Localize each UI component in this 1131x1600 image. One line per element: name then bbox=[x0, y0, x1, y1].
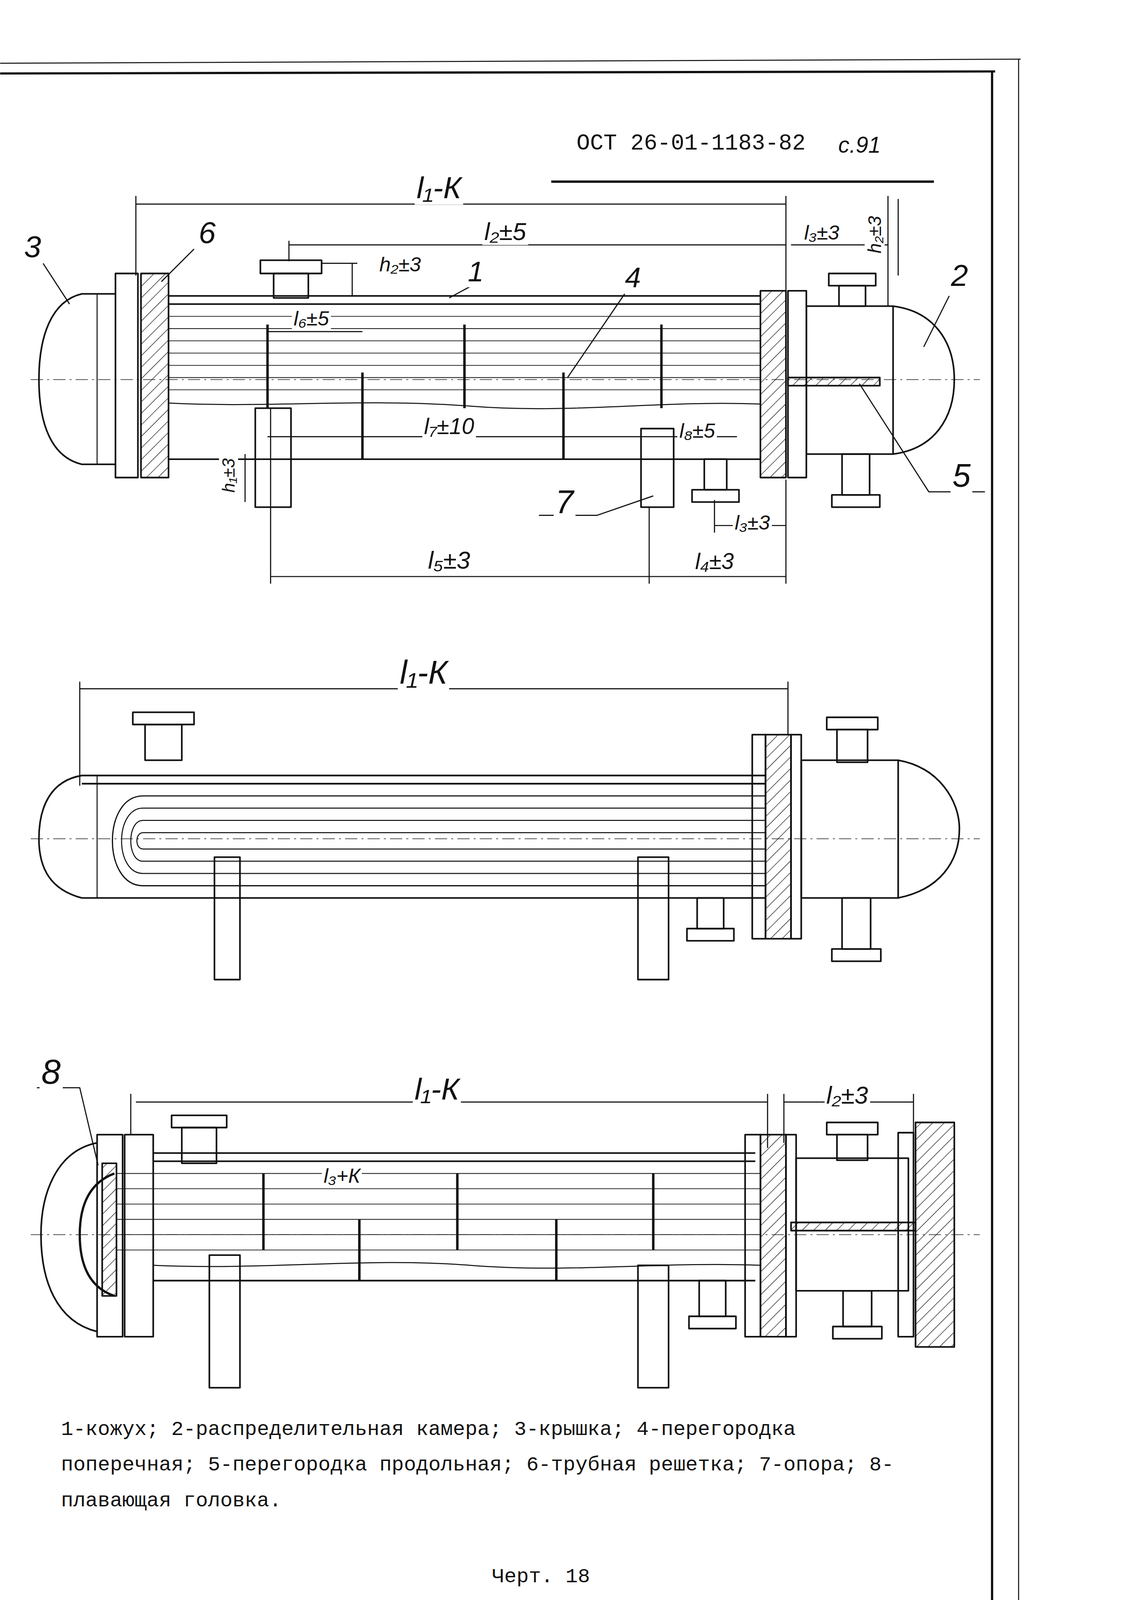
u-tube-exchanger bbox=[30, 712, 981, 980]
page-number: с.91 bbox=[836, 132, 883, 158]
callout-number: 2 bbox=[949, 258, 970, 293]
callout-number: 7 bbox=[553, 484, 576, 521]
floating-head-exchanger bbox=[30, 1115, 981, 1388]
callout-number: 8 bbox=[39, 1052, 63, 1091]
dimension-label: l₈±5 bbox=[677, 419, 717, 442]
fixed-tubesheet-exchanger bbox=[30, 260, 981, 507]
dimension-label: l₆±5 bbox=[291, 307, 331, 330]
dimension-label: l₁-К bbox=[412, 1072, 461, 1106]
dimension-label: l₃±3 bbox=[732, 511, 772, 534]
dimension-label: l₇±10 bbox=[422, 414, 476, 439]
dimension-label: l₂±5 bbox=[482, 218, 528, 246]
leader-lines bbox=[36, 249, 986, 1166]
dimension-lines bbox=[79, 195, 914, 1148]
dimension-label: l₂±3 bbox=[824, 1081, 871, 1109]
dimension-label: l₃±3 bbox=[802, 221, 841, 244]
dimension-label: l₅±3 bbox=[425, 546, 472, 574]
callout-number: 4 bbox=[623, 261, 643, 294]
dimension-label: l₁-К bbox=[397, 654, 450, 691]
dimension-label: l₄±3 bbox=[693, 549, 736, 574]
dimension-label: h₁±3 bbox=[219, 456, 239, 495]
dimension-label: l₁-К bbox=[414, 170, 463, 205]
dimension-label: l₃+К bbox=[321, 1164, 362, 1187]
callout-number: 1 bbox=[465, 255, 486, 288]
callout-number: 5 bbox=[950, 457, 973, 494]
dimension-label: h₂±3 bbox=[864, 214, 885, 256]
callout-number: 3 bbox=[22, 230, 43, 264]
callout-number: 6 bbox=[196, 215, 218, 250]
legend-note: 1-кожух; 2-распределительная камера; 3-к… bbox=[59, 1411, 941, 1520]
dimension-label: h₂±3 bbox=[377, 253, 423, 276]
sheet-frame bbox=[0, 59, 1021, 1600]
header-text: ОСТ 26-01-1183-82 bbox=[574, 131, 808, 156]
figure-caption: Черт. 18 bbox=[490, 1566, 592, 1589]
